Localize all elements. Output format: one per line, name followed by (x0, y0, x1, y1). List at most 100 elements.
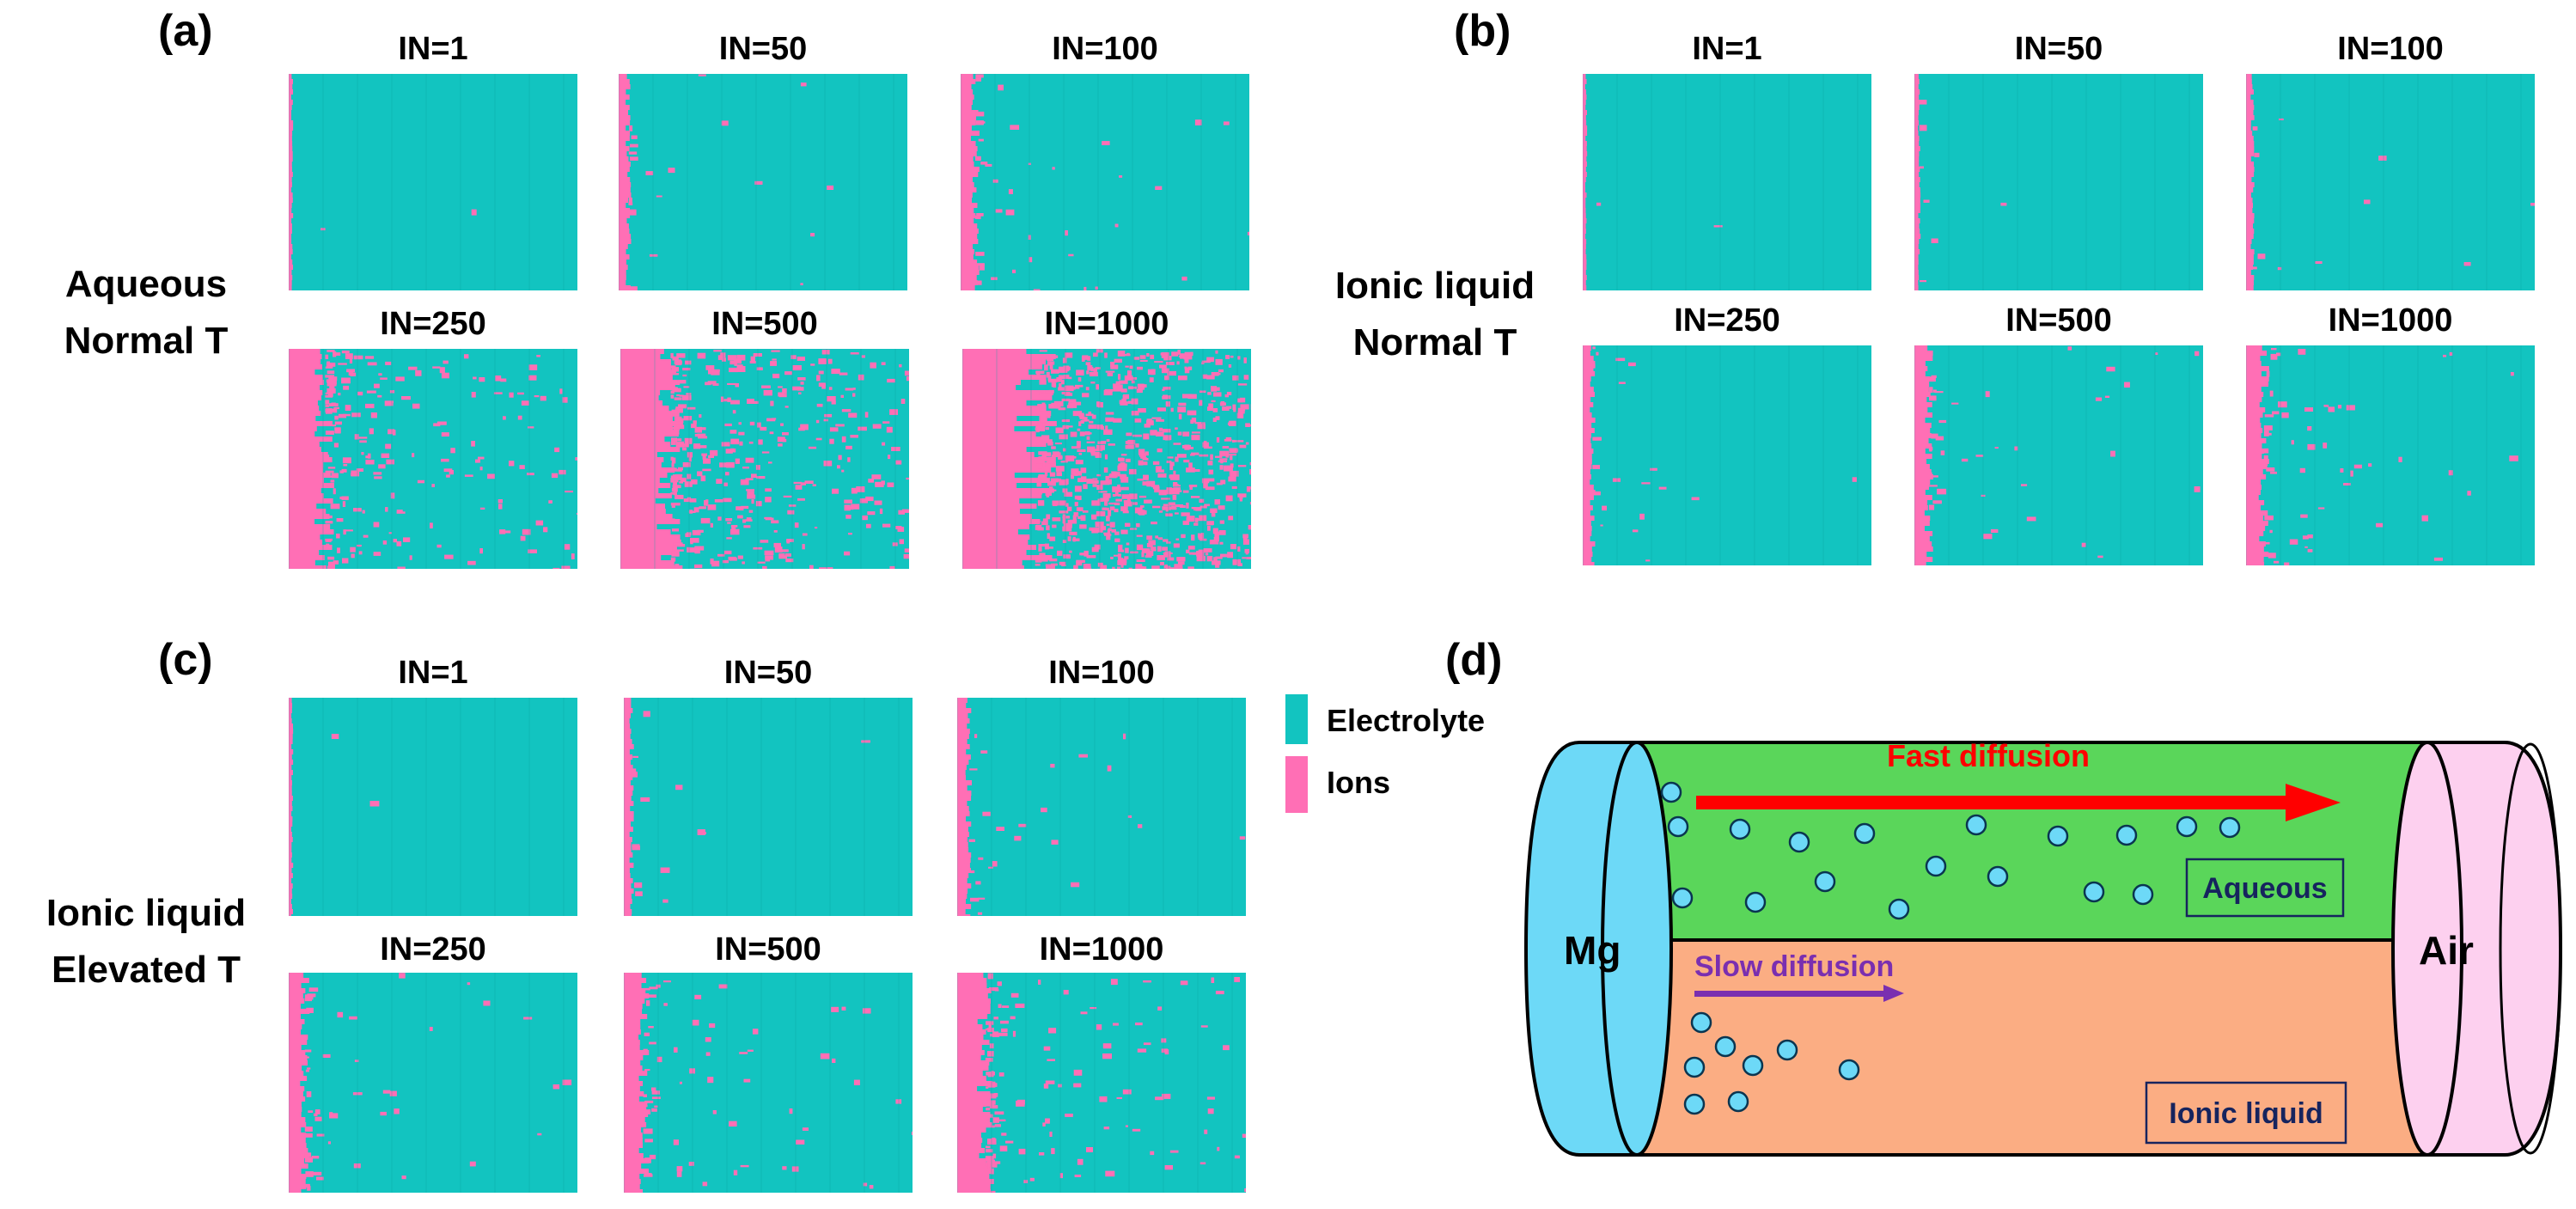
ion-patch (1196, 551, 1205, 557)
ion-band-segment (624, 1019, 641, 1024)
ion-patch (1038, 544, 1047, 546)
snapshot-title: IN=50 (718, 31, 808, 67)
ion-patch (441, 432, 449, 437)
ion-patch (675, 441, 685, 448)
ion-patch (333, 443, 339, 448)
ion-patch (703, 458, 711, 464)
ion-patch (1098, 526, 1107, 531)
electrolyte-field (1583, 345, 1871, 565)
ion-band-segment (961, 285, 975, 290)
ion-band-segment (1914, 79, 1920, 84)
ion-patch (1225, 495, 1233, 502)
ion-patch (678, 404, 687, 409)
ion-band-segment (957, 832, 970, 837)
ion-patch (755, 465, 760, 470)
ion-band-segment (619, 74, 627, 79)
ion-band-segment (1914, 438, 1929, 443)
ion-band-segment (957, 1174, 990, 1179)
ion-patch (564, 544, 571, 550)
ion-patch (571, 553, 575, 559)
ion-patch (1137, 1048, 1147, 1053)
ion-patch (1919, 125, 1927, 131)
ion-band-segment (2246, 182, 2255, 187)
ion-band-segment (289, 847, 292, 852)
ion-patch (1151, 522, 1157, 525)
ion-patch (680, 443, 689, 448)
ion-patch (1239, 496, 1242, 502)
ion-patch (326, 543, 330, 549)
ion-band-segment (957, 1029, 986, 1035)
ion-patch (1167, 456, 1174, 459)
snapshot-canvas (619, 74, 907, 290)
ion-band-segment (624, 842, 632, 847)
ion-band-segment (624, 1055, 644, 1060)
ion-patch (688, 547, 695, 553)
ion-patch (1187, 566, 1194, 569)
ion-band-segment (619, 187, 631, 192)
ion-patch (1161, 351, 1169, 358)
ion-patch (1000, 1020, 1009, 1024)
ion-band-segment (289, 873, 293, 878)
ion-patch (1124, 376, 1133, 381)
ion-band-segment (1914, 351, 1933, 356)
ion-patch (1041, 393, 1048, 399)
ion-band-segment (289, 1086, 305, 1091)
slow-diffusion-arrow-shaft (1694, 991, 1885, 997)
ion-patch (672, 356, 679, 361)
ion-patch (694, 994, 702, 999)
ion-patch (713, 350, 722, 352)
ion-patch (1041, 521, 1048, 526)
ion-band-segment (289, 780, 292, 785)
ion-patch (1089, 371, 1098, 376)
ion-patch (1162, 388, 1165, 392)
ion-band-segment (619, 285, 631, 290)
ion-patch (998, 1032, 1008, 1036)
ion-patch (2337, 405, 2342, 409)
ion-patch (998, 84, 1004, 91)
simulation-snapshot (957, 698, 1246, 916)
ion-patch (1077, 516, 1081, 519)
ion-patch (1166, 567, 1175, 569)
ion-band-segment (620, 545, 676, 550)
ion-patch (632, 772, 638, 778)
ion-patch (1211, 387, 1220, 391)
ion-band-segment (1914, 275, 1920, 280)
ion-band-segment (1583, 546, 1592, 552)
ion-patch (1229, 470, 1239, 477)
ion-patch (1090, 369, 1096, 372)
ion-patch (1091, 528, 1099, 530)
ion-band-segment (957, 827, 968, 832)
ion-band-segment (619, 136, 630, 141)
ion-patch (1249, 502, 1251, 505)
ion-band-segment (289, 765, 292, 770)
ion-patch (357, 391, 363, 396)
ion-patch (450, 448, 455, 454)
ion-patch (765, 559, 771, 562)
ion-patch (766, 418, 776, 422)
ion-band-segment (1914, 254, 1919, 260)
ion-band-segment (1914, 105, 1920, 110)
ion-patch (1146, 353, 1150, 357)
ion-patch (1219, 541, 1224, 545)
ion-band-segment (2246, 192, 2251, 198)
ion-band-segment (620, 390, 661, 395)
ion-band-segment (962, 545, 1036, 550)
ion-band-segment (289, 842, 292, 847)
ion-band-segment (961, 125, 972, 131)
ion-patch (692, 529, 701, 535)
ion-patch (990, 1100, 996, 1105)
ion-patch (325, 354, 329, 359)
ion-patch (709, 1023, 716, 1029)
ion-patch (390, 492, 395, 499)
ion-band-segment (624, 1081, 644, 1086)
ion-patch (758, 439, 763, 445)
ion-patch (1061, 398, 1070, 401)
ion-patch (1117, 566, 1120, 569)
ion-patch (1087, 446, 1096, 453)
ion-patch (1125, 458, 1131, 462)
ion-band-segment (289, 79, 293, 84)
fast-diffusion-arrow-shaft (1696, 796, 2289, 809)
ion-patch (818, 382, 826, 387)
ion-patch (341, 496, 349, 500)
ion-patch (630, 143, 638, 148)
